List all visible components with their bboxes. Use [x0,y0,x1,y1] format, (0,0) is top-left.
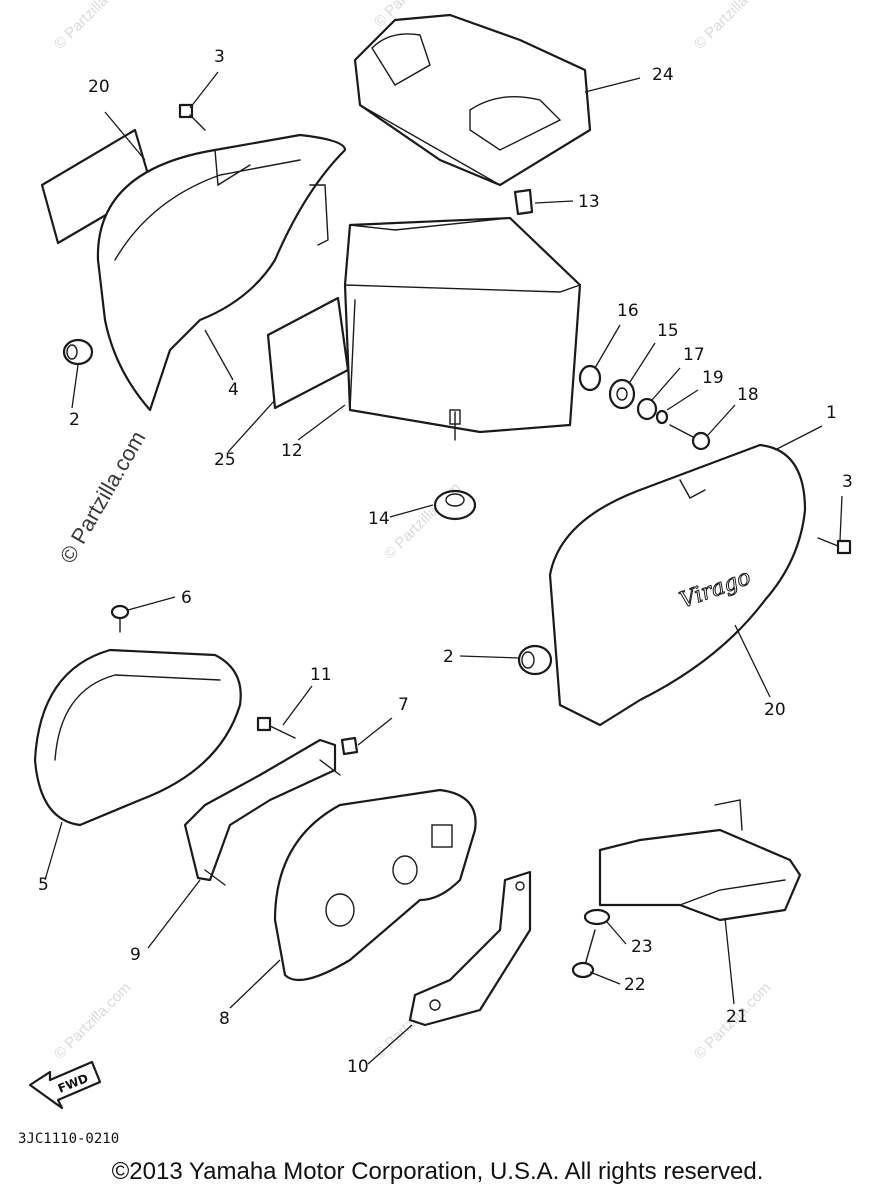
callout-2: 2 [443,647,454,667]
leader-line-c19 [666,389,699,411]
part-21-tray [598,799,802,922]
callout-12: 12 [281,441,303,461]
leader-line-c21 [724,917,735,1005]
callout-4: 4 [228,380,239,400]
diagram-code: 3JC1110-0210 [18,1131,119,1147]
callout-10: 10 [347,1057,369,1077]
leader-line-c2b [459,655,521,659]
part-11-bolt [256,716,296,739]
callout-3: 3 [214,47,225,67]
part-7-clip [340,736,359,756]
part-4-left-side-cover [96,133,347,412]
leader-line-c17 [651,367,681,401]
part-1-right-side-cover: Virago [548,443,807,727]
part-16-collar [578,364,602,392]
callout-1: 1 [826,403,837,423]
leader-line-c10 [367,1024,413,1065]
side-watermark: © Partzilla.com [55,427,151,568]
callout-17: 17 [683,345,705,365]
callout-18: 18 [737,385,759,405]
leader-line-c18 [707,404,736,436]
callout-8: 8 [219,1009,230,1029]
part-22-bolt [571,929,596,979]
callout-21: 21 [726,1007,748,1027]
callout-7: 7 [398,695,409,715]
leader-line-c5 [44,821,63,881]
leader-line-c23 [606,921,627,945]
leader-line-c6 [127,596,176,611]
watermark-text: © Partzilla.com [51,979,134,1062]
part-8-tool-case [273,788,477,982]
leader-line-c4 [204,329,234,381]
leader-line-c14 [389,504,434,518]
leader-line-c13 [534,200,574,204]
callout-25: 25 [214,450,236,470]
part-2-grommet-left [62,338,94,366]
callout-20: 20 [88,77,110,97]
leader-line-c20b [734,624,771,698]
callout-23: 23 [631,937,653,957]
callout-15: 15 [657,321,679,341]
callout-20: 20 [764,700,786,720]
fwd-arrow-icon: FWD [28,1060,102,1110]
leader-line-c24 [584,77,641,93]
part-12-battery-box [343,216,582,441]
watermark-text: © Partzilla.com [51,0,134,53]
leader-line-c1 [774,425,823,451]
part-14-grommet [433,489,477,521]
leader-line-c16 [594,324,621,369]
leader-line-c12 [297,404,346,441]
part-2-grommet-right [517,644,553,676]
part-24-battery-cover [353,13,592,187]
copyright-notice: ©2013 Yamaha Motor Corporation, U.S.A. A… [111,1158,764,1185]
leader-line-c3a [189,71,219,109]
callout-6: 6 [181,588,192,608]
callout-19: 19 [702,368,724,388]
part-23-washer [583,908,611,926]
part-13-clip [513,188,534,216]
callout-22: 22 [624,975,646,995]
callout-11: 11 [310,665,332,685]
part-10-stay [408,870,532,1027]
callout-16: 16 [617,301,639,321]
watermark-text: © Partzilla [691,0,752,53]
part-5-tool-cover [33,648,242,827]
leader-line-c8 [229,959,281,1009]
callout-5: 5 [38,875,49,895]
callout-9: 9 [130,945,141,965]
leader-line-c20a [104,111,146,161]
callout-3: 3 [842,472,853,492]
callout-2: 2 [69,410,80,430]
leader-line-c3b [839,495,843,541]
callout-24: 24 [652,65,674,85]
leader-line-c11 [282,685,313,726]
part-9-bracket [183,738,341,886]
part-17-washer [636,397,658,421]
leader-line-c7 [357,717,393,746]
leader-line-c22 [589,971,621,985]
part-19-lock-washer [655,409,669,425]
part-6-screw [110,604,130,633]
leader-line-c15 [629,342,656,383]
leader-line-c25 [227,399,276,453]
callout-13: 13 [578,192,600,212]
part-3-bolt-top [178,103,206,131]
part-25-sheet [266,296,350,410]
part-18-bolt [669,424,711,451]
part-15-damper [608,378,636,410]
leader-line-c9 [147,879,201,949]
leader-line-c2a [71,364,79,409]
part-3-bolt-right [817,537,852,555]
callout-14: 14 [368,509,390,529]
